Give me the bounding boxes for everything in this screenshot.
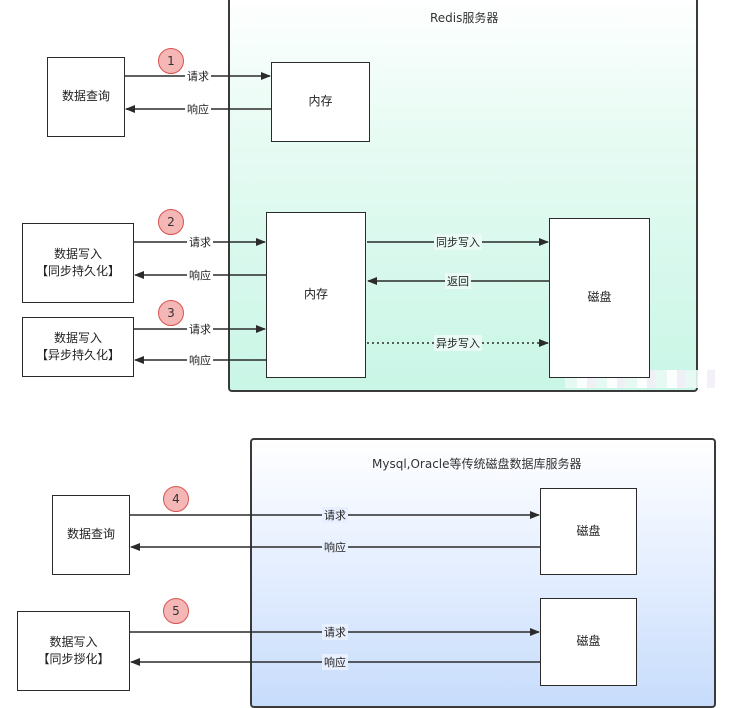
redis-memory-box-1: 内存 bbox=[271, 62, 370, 142]
step-badge-5: 5 bbox=[163, 598, 189, 624]
redis-disk-box: 磁盘 bbox=[549, 218, 650, 378]
label-response-3: 响应 bbox=[187, 352, 213, 368]
label-response-1: 响应 bbox=[185, 101, 211, 117]
step-badge-4: 4 bbox=[163, 486, 189, 512]
label-request-3: 请求 bbox=[187, 321, 213, 337]
client-write-async-box: 数据写入【异步持久化】 bbox=[22, 317, 134, 377]
label-async-write: 异步写入 bbox=[434, 335, 482, 351]
label-request-1: 请求 bbox=[185, 68, 211, 84]
client-query-box-2: 数据查询 bbox=[52, 495, 130, 575]
label-request-5: 请求 bbox=[322, 624, 348, 640]
label-return: 返回 bbox=[445, 273, 471, 289]
step-badge-1: 1 bbox=[158, 48, 184, 74]
label-request-2: 请求 bbox=[187, 234, 213, 250]
label-sync-write: 同步写入 bbox=[434, 234, 482, 250]
client-query-box-1: 数据查询 bbox=[47, 57, 125, 137]
step-badge-2: 2 bbox=[158, 209, 184, 235]
mysql-disk-box-1: 磁盘 bbox=[540, 488, 637, 575]
client-write-sync-box-1: 数据写入【同步持久化】 bbox=[22, 223, 134, 303]
client-write-sync-box-2: 数据写入【同步拶化】 bbox=[17, 611, 130, 691]
step-badge-3: 3 bbox=[158, 300, 184, 326]
redis-server-title: Redis服务器 bbox=[430, 11, 499, 25]
redis-memory-box-2: 内存 bbox=[266, 212, 366, 378]
mysql-server-title: Mysql,Oracle等传统磁盘数据库服务器 bbox=[372, 457, 582, 471]
label-response-2: 响应 bbox=[187, 267, 213, 283]
label-response-5: 响应 bbox=[322, 654, 348, 670]
label-response-4: 响应 bbox=[322, 539, 348, 555]
mysql-disk-box-2: 磁盘 bbox=[540, 598, 637, 686]
label-request-4: 请求 bbox=[322, 507, 348, 523]
